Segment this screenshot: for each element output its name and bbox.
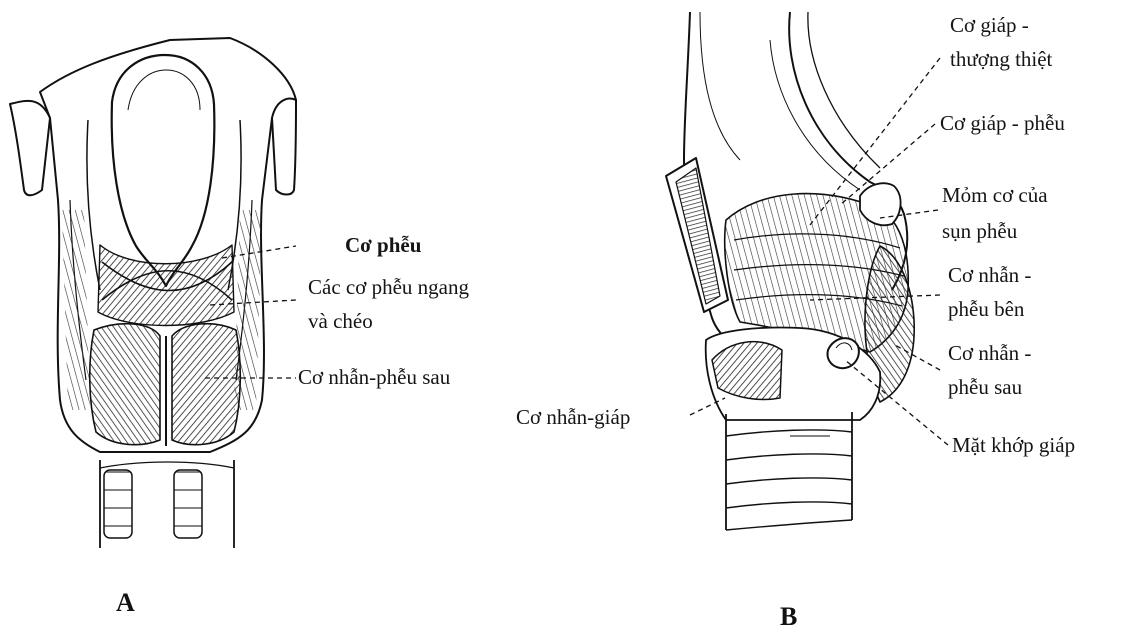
label-muscular-process-line2: sụn phễu [942, 218, 1017, 244]
panel-letter-b: B [780, 602, 797, 632]
panel-b-drawing [666, 12, 914, 530]
posterior-ca-muscle-right [172, 324, 240, 445]
label-posterior-ca-b-line1: Cơ nhẫn - [948, 340, 1031, 366]
label-transverse-oblique-line2: và chéo [308, 308, 373, 334]
label-thyroid-facet: Mặt khớp giáp [952, 432, 1075, 458]
label-lateral-ca-line1: Cơ nhẫn - [948, 262, 1031, 288]
epiglottis-a [112, 55, 215, 286]
label-arytenoid: Cơ phễu [345, 232, 421, 258]
posterior-ca-muscle-left [90, 324, 160, 445]
cricothyroid-muscle-b [712, 342, 782, 400]
label-posterior-cricoarytenoid-a: Cơ nhẫn-phễu sau [298, 364, 450, 390]
label-posterior-ca-b-line2: phễu sau [948, 374, 1022, 400]
label-thyroepiglottic-line2: thượng thiệt [950, 46, 1052, 72]
label-thyroarytenoid: Cơ giáp - phễu [940, 110, 1065, 136]
panel-letter-a: A [116, 588, 135, 618]
label-cricothyroid: Cơ nhẫn-giáp [516, 404, 630, 430]
label-muscular-process-line1: Mỏm cơ của [942, 182, 1048, 208]
label-thyroepiglottic-line1: Cơ giáp - [950, 12, 1029, 38]
label-lateral-ca-line2: phễu bên [948, 296, 1024, 322]
panel-a-drawing [10, 38, 296, 548]
label-transverse-oblique-line1: Các cơ phễu ngang [308, 274, 469, 300]
